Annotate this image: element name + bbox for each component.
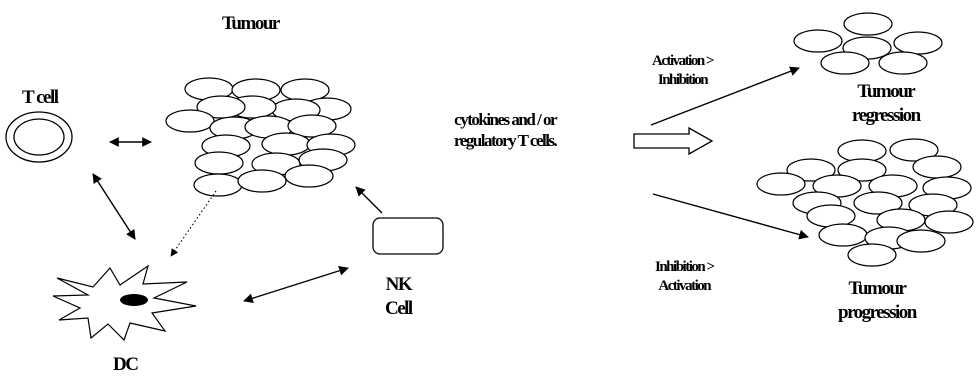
t-cell-label: T cell [22,87,59,108]
inhibition-label-line2: Activation [658,277,711,294]
tumour-label: Tumour [222,13,280,34]
t-cell-shape [5,111,73,163]
arrow-to-progression [652,193,809,240]
hollow-block-arrow [633,126,714,156]
regression-label-line1: Tumour [857,81,915,102]
progression-label-line1: Tumour [848,278,907,299]
arrow-tcell-dc [92,173,136,240]
activation-label-line1: Activation > [652,53,714,69]
center-label-line2: regulatory T cells. [454,131,558,151]
arrow-dc-nk [243,265,349,304]
activation-label: Activation > Inhibition [652,52,714,90]
progression-label: Tumour progression [838,277,917,325]
center-label-line1: cytokines and / or [454,110,557,129]
progression-label-line2: progression [838,301,917,323]
nk-cell-label-line2: Cell [385,297,413,319]
regression-label-line2: regression [852,104,921,126]
tumour-cluster [165,77,356,197]
tumour-progression-cluster [756,138,974,267]
dc-label: DC [113,354,139,375]
center-label: cytokines and / or regulatory T cells. [454,109,558,152]
arrow-tumour-dc-dotted [170,190,217,257]
inhibition-label-line1: Inhibition > [655,259,715,275]
inhibition-label: Inhibition > Activation [655,258,715,296]
nk-cell-shape [372,217,444,255]
nk-cell-label: NK Cell [385,273,413,321]
dc-shape [52,264,197,342]
arrow-to-regression [650,66,800,126]
activation-label-line2: Inhibition [657,71,709,88]
arrow-nk-tumour [355,186,383,214]
nk-cell-label-line1: NK [385,274,413,295]
regression-label: Tumour regression [852,80,921,128]
tumour-regression-cluster [793,12,943,75]
